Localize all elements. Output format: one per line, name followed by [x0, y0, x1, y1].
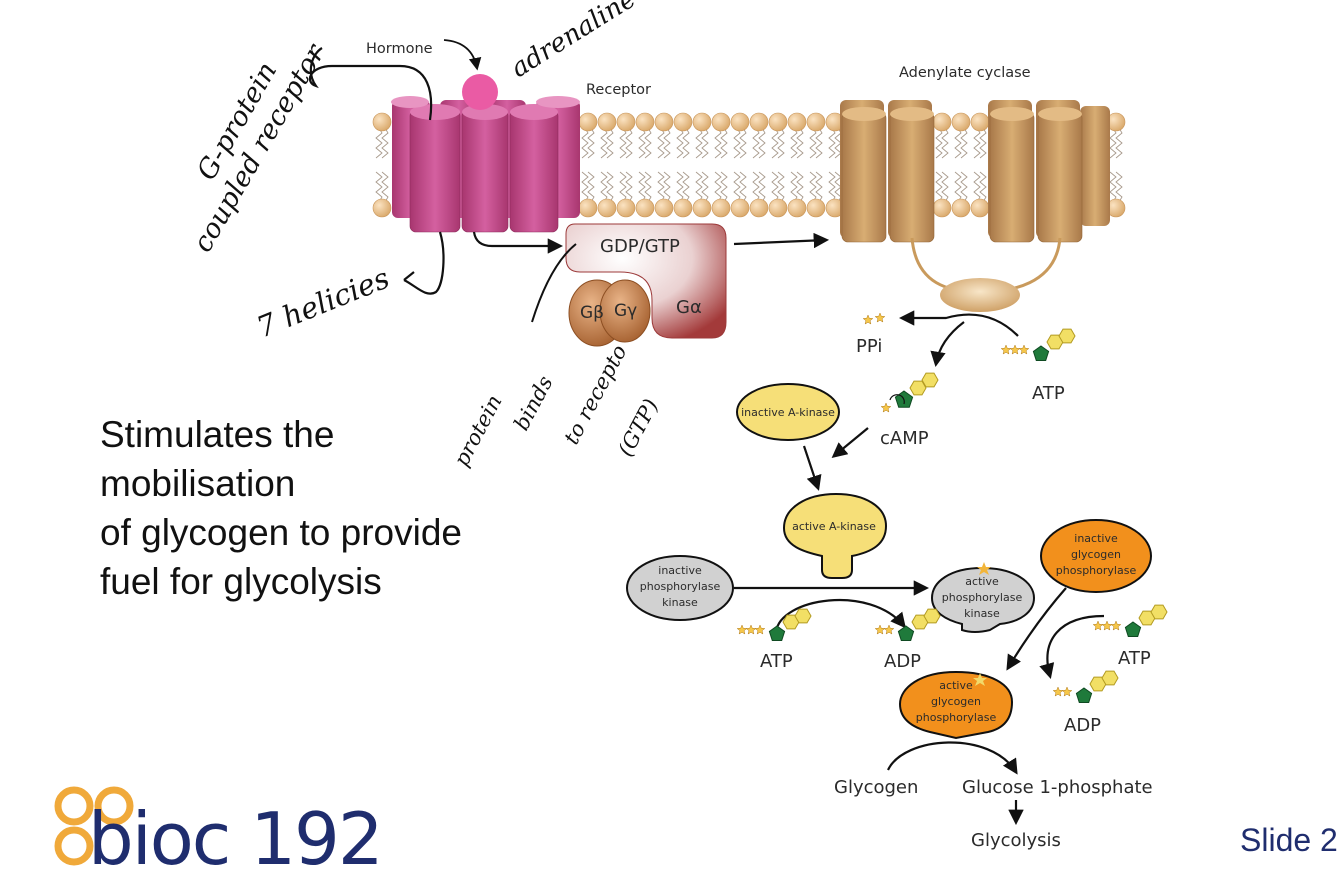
g-beta-label: Gβ	[580, 303, 604, 323]
adenylate-cyclase-helices	[840, 100, 1110, 312]
atp-to-camp-arrow	[930, 321, 965, 368]
inactive-glycogen-phosphorylase-blob	[1040, 519, 1152, 593]
nucleotide-icon	[736, 608, 812, 641]
gdp-gtp-label: GDP/GTP	[600, 236, 680, 257]
caption-line-3: of glycogen to provide	[100, 512, 463, 553]
hand-adrenaline: adrenaline	[506, 0, 641, 84]
kinase-activation-arrow	[802, 445, 822, 491]
inactive-a-kinase-label: inactive A-kinase	[741, 406, 835, 419]
logo-text: bioc 192	[88, 797, 382, 881]
gprotein-to-cyclase-arrow	[733, 232, 830, 249]
agp-line-2: glycogen	[931, 695, 981, 708]
inactive-a-kinase-blob	[736, 383, 840, 441]
glucose-1-phosphate-label: Glucose 1-phosphate	[962, 777, 1153, 798]
nucleotide-icon	[874, 608, 941, 641]
igp-line-3: phosphorylase	[1056, 564, 1137, 577]
active-glycogen-phosphorylase-blob	[898, 670, 1014, 740]
ipk-line-2: phosphorylase	[640, 580, 721, 593]
hormone-ball	[462, 74, 498, 110]
atp-label-1: ATP	[1032, 383, 1065, 404]
active-phosphorylase-kinase-blob	[930, 566, 1036, 633]
lipid-bilayer	[372, 112, 1126, 218]
apk-line-2: phosphorylase	[942, 591, 1023, 604]
igp-line-2: glycogen	[1071, 548, 1121, 561]
atp-label-3: ATP	[1118, 648, 1151, 669]
glycolysis-label: Glycolysis	[971, 830, 1061, 851]
ipk-line-1: inactive	[658, 564, 702, 577]
nucleotide-icon	[1000, 328, 1076, 361]
receptor-helices	[391, 96, 580, 233]
g-protein	[565, 223, 727, 347]
phosphorylase-activation-arrow	[1006, 587, 1067, 671]
hand-7-helicies: 7 helicies	[252, 261, 394, 345]
receptor-label: Receptor	[586, 82, 651, 98]
hormone-arrow	[443, 39, 482, 71]
ppi-icon	[862, 312, 886, 325]
apk-line-3: kinase	[964, 607, 1000, 620]
camp-label: cAMP	[880, 428, 929, 449]
ipk-line-3: kinase	[662, 596, 698, 609]
adenylate-cyclase-label: Adenylate cyclase	[899, 65, 1031, 81]
nucleotide-icon	[1092, 604, 1168, 637]
active-a-kinase-blob	[782, 492, 888, 579]
adp-label-1: ADP	[884, 651, 921, 672]
caption-line-4: fuel for glycolysis	[100, 561, 382, 602]
glycogen-breakdown-arrow	[887, 741, 1018, 775]
atp-to-adp-arrow-1	[774, 598, 906, 633]
caption: Stimulates the mobilisation of glycogen …	[100, 410, 540, 606]
atp-label-2: ATP	[760, 651, 793, 672]
slide-number: Slide 2	[1240, 822, 1338, 858]
phosphate-star	[977, 562, 991, 575]
hormone-label: Hormone	[366, 41, 433, 57]
receptor-to-gprotein-arrow	[472, 231, 564, 254]
adp-label-2: ADP	[1064, 715, 1101, 736]
ppi-label: PPi	[856, 336, 882, 357]
g-gamma-label: Gγ	[614, 301, 637, 321]
g-alpha-label: Gα	[676, 297, 702, 318]
igp-line-1: inactive	[1074, 532, 1118, 545]
camp-to-kinase-arrow	[831, 427, 869, 458]
caption-line-1: Stimulates the	[100, 414, 335, 455]
agp-line-3: phosphorylase	[916, 711, 997, 724]
phosphate-star-2	[973, 673, 987, 686]
agp-line-1: active	[939, 679, 973, 692]
hand-gtp: (GTP)	[613, 395, 663, 460]
nucleotide-icon	[1052, 670, 1119, 703]
atp-to-adp-arrow-2	[1039, 614, 1105, 679]
inactive-phosphorylase-kinase-blob	[626, 555, 734, 621]
active-a-kinase-label: active A-kinase	[792, 520, 876, 533]
atp-to-ppi-arrow	[898, 310, 1019, 337]
hand-to-receptor: to recepto	[559, 341, 631, 448]
caption-line-2: mobilisation	[100, 463, 296, 504]
apk-line-1: active	[965, 575, 999, 588]
bioc-192-logo: bioc 192	[54, 786, 384, 881]
camp-icon	[880, 372, 939, 413]
glycogen-label: Glycogen	[834, 777, 918, 798]
